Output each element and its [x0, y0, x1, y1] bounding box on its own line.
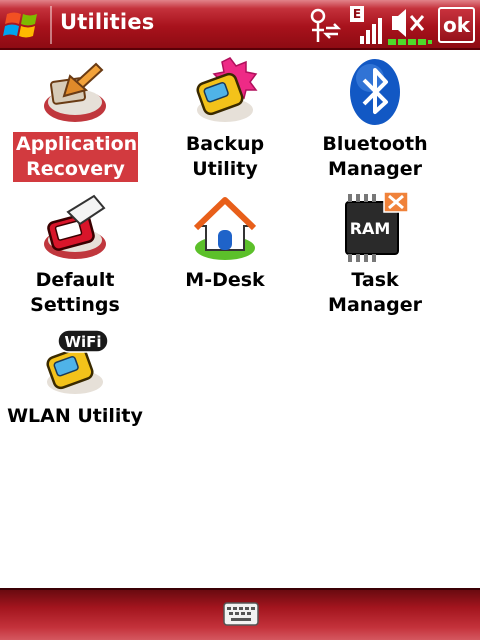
battery-icon: [388, 39, 432, 45]
app-backup-utility[interactable]: Backup Utility: [150, 54, 310, 190]
m-desk-icon: [193, 197, 257, 260]
speaker-muted-icon[interactable]: [388, 4, 434, 46]
task-manager-icon: RAM: [345, 192, 409, 262]
page-title: Utilities: [60, 10, 155, 34]
application-recovery-icon: [44, 62, 106, 122]
bluetooth-icon: [350, 59, 400, 125]
app-label: WLAN Utility: [7, 405, 143, 427]
app-label: Application Recovery: [13, 132, 138, 182]
title-bar: Utilities E ok: [0, 0, 480, 50]
app-task-manager[interactable]: RAM Task Manager: [300, 190, 460, 326]
app-m-desk[interactable]: M-Desk: [150, 190, 310, 326]
bottom-bar: [0, 588, 480, 640]
keyboard-icon[interactable]: [223, 602, 259, 626]
app-wlan-utility[interactable]: WiFi WLAN Utility: [0, 326, 160, 462]
app-application-recovery[interactable]: Application Recovery: [0, 54, 160, 190]
data-indicator: E: [350, 6, 364, 22]
signal-strength-icon[interactable]: [358, 4, 386, 46]
app-label: M-Desk: [185, 269, 265, 291]
default-settings-icon: [44, 194, 106, 259]
wlan-utility-icon: WiFi: [46, 329, 109, 394]
title-separator: [50, 6, 52, 44]
backup-utility-icon: [196, 57, 258, 122]
windows-logo-icon: [3, 12, 37, 38]
app-label: Default Settings: [30, 269, 120, 316]
app-default-settings[interactable]: Default Settings: [0, 190, 160, 326]
app-bluetooth-manager[interactable]: Bluetooth Manager: [300, 54, 460, 190]
svg-text:RAM: RAM: [350, 219, 391, 238]
app-label: Task Manager: [328, 269, 422, 316]
connectivity-icon[interactable]: [308, 4, 342, 46]
ok-button[interactable]: ok: [438, 7, 475, 43]
app-label: Backup Utility: [185, 133, 265, 180]
utilities-grid: Application Recovery Backup Utility Blue…: [0, 52, 480, 588]
svg-text:WiFi: WiFi: [64, 333, 101, 351]
start-button[interactable]: [0, 0, 48, 50]
app-label: Bluetooth Manager: [322, 133, 428, 180]
